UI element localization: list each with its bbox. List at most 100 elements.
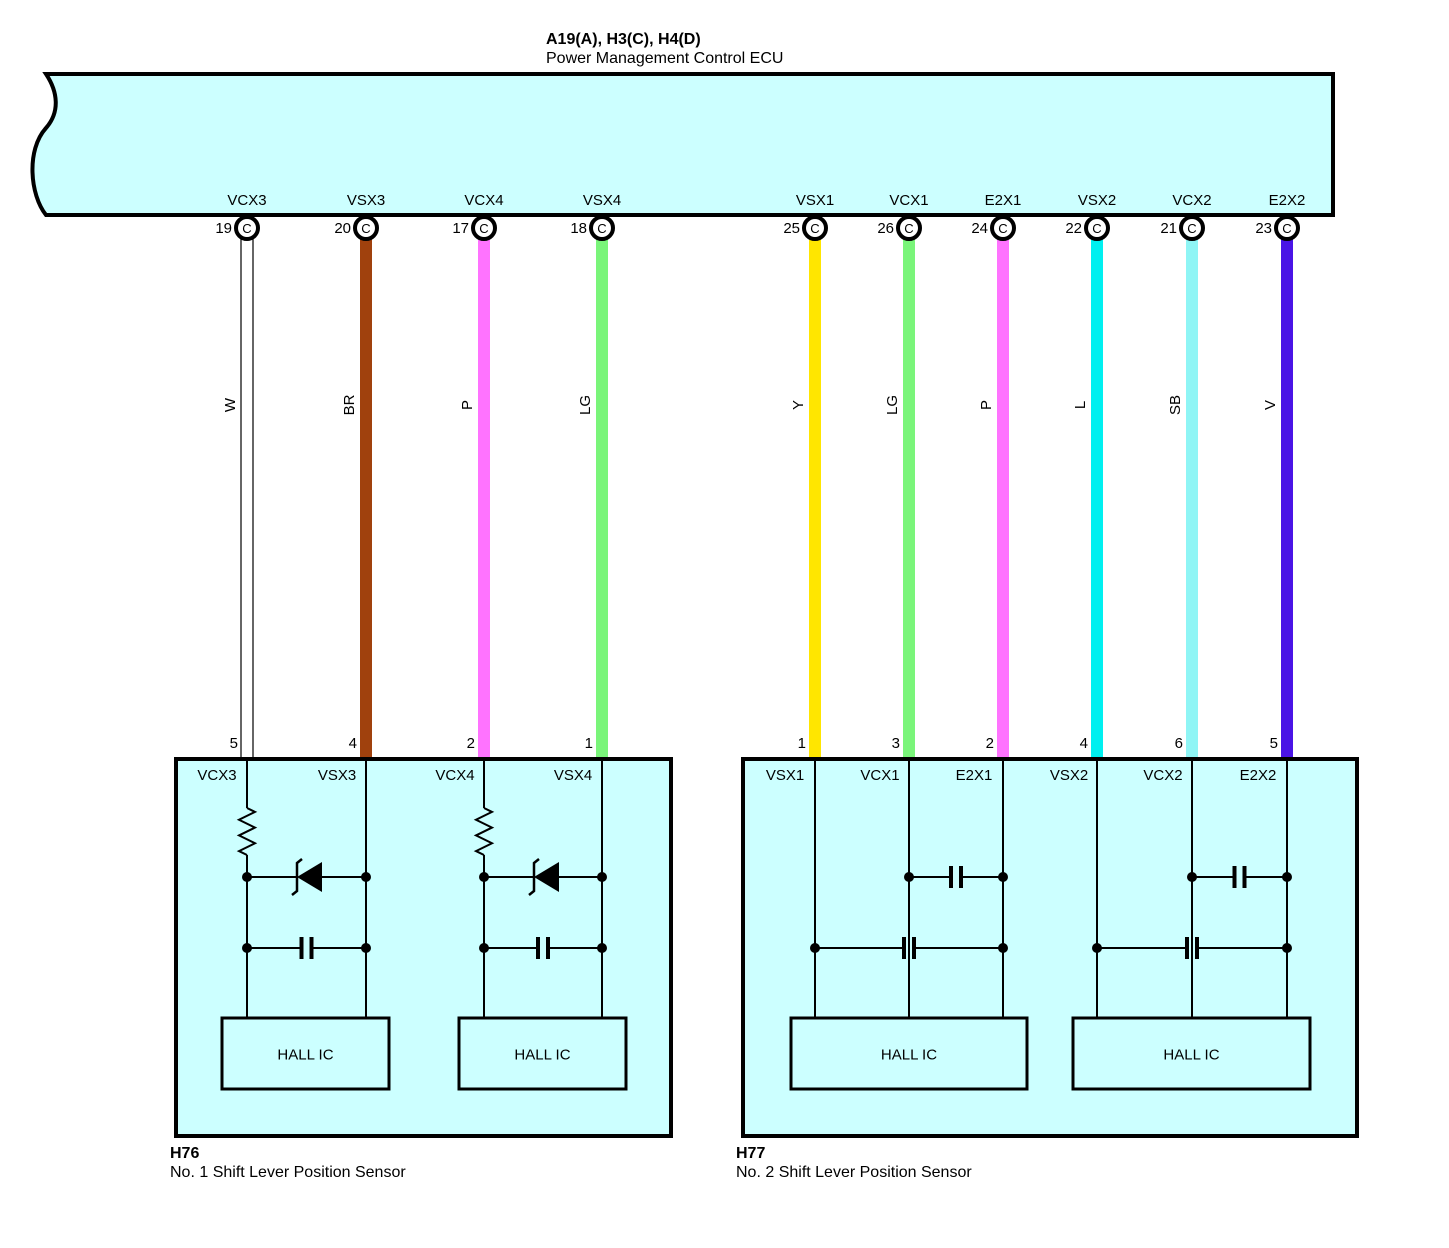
wire-1	[360, 228, 372, 759]
junction-dot	[597, 943, 607, 953]
ecu-body	[30, 72, 1335, 217]
sensor2-terminal: VCX1	[860, 767, 899, 784]
wire-9	[1281, 228, 1293, 759]
connector-code: C	[479, 221, 488, 236]
connector-circle	[1274, 215, 1300, 241]
hall-ic-box	[789, 1016, 1029, 1091]
ecu-pin-number: 22	[1065, 220, 1082, 237]
ecu-pin-number: 19	[215, 220, 232, 237]
hall-ic-label: HALL IC	[881, 1047, 937, 1064]
sensor-pin-number: 1	[585, 735, 593, 752]
wire-0	[240, 227, 254, 760]
junction-dot	[479, 872, 489, 882]
connector-circle	[990, 215, 1016, 241]
resistor	[236, 807, 258, 856]
wire-4	[809, 228, 821, 759]
ecu-signal-label: VSX2	[1078, 192, 1116, 209]
junction-dot	[998, 872, 1008, 882]
wire-color-code: LG	[884, 395, 901, 415]
wire-color-code: Y	[790, 400, 807, 410]
wire-color-code: L	[1072, 401, 1089, 409]
wire-color-code: W	[222, 397, 239, 412]
zener-bar	[528, 858, 540, 896]
resistor	[473, 807, 495, 856]
ecu-signal-label: VSX1	[796, 192, 834, 209]
sensor1-terminal: VSX3	[318, 767, 356, 784]
sensor1-name: No. 1 Shift Lever Position Sensor	[170, 1164, 406, 1181]
wire-8	[1186, 228, 1198, 759]
connector-circle	[234, 215, 260, 241]
junction-dot	[361, 872, 371, 882]
connector-circle	[896, 215, 922, 241]
ecu-connectors: A19(A), H3(C), H4(D)	[546, 31, 701, 48]
ecu-pin-number: 17	[452, 220, 469, 237]
wires-layer	[240, 227, 1293, 760]
wire-3	[596, 228, 608, 759]
sensor-pin-number: 5	[230, 735, 238, 752]
ecu-pin-number: 25	[783, 220, 800, 237]
wire-2	[478, 228, 490, 759]
ecu-pin-number: 23	[1255, 220, 1272, 237]
junction-dot	[361, 943, 371, 953]
junction-dot	[904, 872, 914, 882]
connector-circle	[1084, 215, 1110, 241]
sensor2-terminal: E2X1	[956, 767, 993, 784]
connector-code: C	[810, 221, 819, 236]
junction-dot	[242, 872, 252, 882]
junction-dot	[479, 943, 489, 953]
wire-5	[903, 228, 915, 759]
wire-6	[997, 228, 1009, 759]
sensor2-name: No. 2 Shift Lever Position Sensor	[736, 1164, 972, 1181]
wire-7	[1091, 228, 1103, 759]
sensor-pin-number: 4	[1080, 735, 1088, 752]
connector-code: C	[904, 221, 913, 236]
zener-diode	[297, 862, 322, 892]
ecu-signal-label: E2X1	[985, 192, 1022, 209]
junction-dot	[242, 943, 252, 953]
ecu-pin-number: 20	[334, 220, 351, 237]
sensor-pin-number: 2	[986, 735, 994, 752]
connector-circle	[353, 215, 379, 241]
sensor-pin-number: 6	[1175, 735, 1183, 752]
connector-code: C	[1187, 221, 1196, 236]
sensor1-id: H76	[170, 1145, 199, 1162]
junction-dot	[810, 943, 820, 953]
connector-circle	[589, 215, 615, 241]
connector-code: C	[998, 221, 1007, 236]
sensor-pin-number: 3	[892, 735, 900, 752]
sensor-pin-number: 1	[798, 735, 806, 752]
hall-ic-label: HALL IC	[1163, 1047, 1219, 1064]
wire-color-code: P	[978, 400, 995, 410]
ecu-signal-label: VCX3	[227, 192, 266, 209]
ecu-signal-label: VCX2	[1172, 192, 1211, 209]
connector-code: C	[1092, 221, 1101, 236]
ecu-signal-label: E2X2	[1269, 192, 1306, 209]
ecu-signal-label: VSX3	[347, 192, 385, 209]
ecu-pin-number: 26	[877, 220, 894, 237]
sensor1-terminal: VSX4	[554, 767, 592, 784]
wire-color-code: BR	[341, 394, 358, 415]
sensor-pin-number: 5	[1270, 735, 1278, 752]
hall-ic-label: HALL IC	[514, 1047, 570, 1064]
wire-color-code: V	[1262, 400, 1279, 410]
junction-dot	[1282, 872, 1292, 882]
junction-dot	[1092, 943, 1102, 953]
ecu-pin-number: 18	[570, 220, 587, 237]
sensor2-terminal: VCX2	[1143, 767, 1182, 784]
hall-ic-box	[220, 1016, 391, 1091]
sensor1-terminal: VCX4	[435, 767, 474, 784]
connector-code: C	[242, 221, 251, 236]
ecu-pin-number: 24	[971, 220, 988, 237]
hall-ic-box	[457, 1016, 628, 1091]
zener-bar	[291, 858, 303, 896]
connector-circle	[471, 215, 497, 241]
sensor-pin-number: 2	[467, 735, 475, 752]
sensor2-terminal: VSX2	[1050, 767, 1088, 784]
ecu-name: Power Management Control ECU	[546, 50, 783, 67]
wire-color-code: LG	[577, 395, 594, 415]
zener-diode	[534, 862, 559, 892]
ecu-pin-number: 21	[1160, 220, 1177, 237]
junction-dot	[597, 872, 607, 882]
